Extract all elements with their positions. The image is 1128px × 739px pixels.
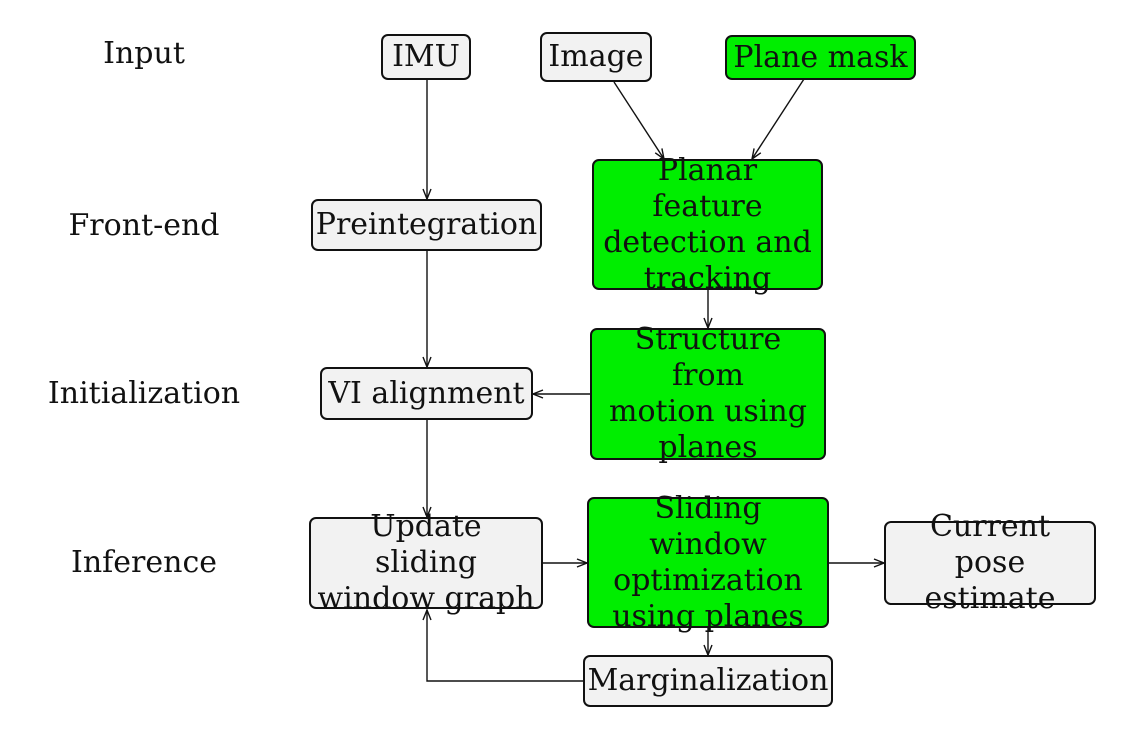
node-update-sliding-window-graph-label: Update sliding window graph [317,509,535,616]
node-structure-from-motion-label: Structure from motion using planes [609,322,807,465]
node-planar-feature-detection-label: Planar feature detection and tracking [603,152,812,296]
node-marginalization-label: Marginalization [587,663,829,698]
node-preintegration: Preintegration [311,199,542,251]
node-vi-alignment-label: VI alignment [328,375,525,411]
node-image: Image [540,32,652,82]
node-update-sliding-window-graph: Update sliding window graph [309,509,543,616]
node-plane-mask: Plane mask [725,35,916,80]
node-plane-mask-label: Plane mask [733,39,908,75]
node-current-pose-estimate-label: Current pose estimate [924,509,1056,616]
edge-marginalization-update [427,610,583,682]
node-current-pose-estimate: Current pose estimate [884,509,1096,616]
edge-planemask-planar [752,78,805,159]
node-sliding-window-optimization: Sliding window optimization using planes [587,491,829,634]
node-preintegration-label: Preintegration [315,207,538,242]
stage-label-front-end: Front-end [68,208,220,243]
edge-image-planar [613,81,664,159]
stage-label-inference: Inference [70,545,218,580]
node-imu-label: IMU [392,39,460,74]
node-marginalization: Marginalization [583,655,833,707]
node-vi-alignment: VI alignment [320,367,533,420]
node-imu: IMU [381,34,471,80]
stage-label-initialization: Initialization [47,376,241,411]
node-sliding-window-optimization-label: Sliding window optimization using planes [612,490,804,634]
node-planar-feature-detection: Planar feature detection and tracking [592,153,823,296]
stage-label-input: Input [103,36,185,71]
node-image-label: Image [548,39,644,74]
node-structure-from-motion: Structure from motion using planes [590,322,826,465]
